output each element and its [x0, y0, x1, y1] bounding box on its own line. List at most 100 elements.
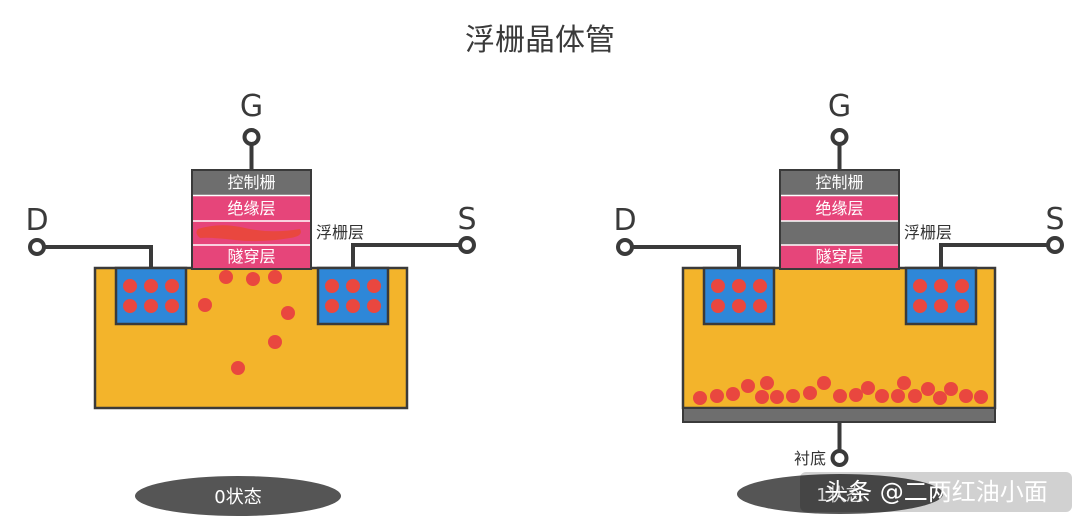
left-insulation-label: 绝缘层: [227, 199, 275, 218]
left-drain-well-electron: [144, 279, 158, 293]
right-source-well-electron: [955, 299, 969, 313]
right-drain-well-electron: [732, 299, 746, 313]
right-tunnel-layer: [780, 245, 899, 269]
trapped-electron: [693, 391, 707, 405]
trapped-electron: [849, 388, 863, 402]
right-control-gate-label: 控制栅: [815, 173, 863, 192]
trapped-electron: [974, 390, 988, 404]
left-free-electrons: [198, 270, 295, 375]
trapped-electron: [959, 389, 973, 403]
left-state-oval: [135, 476, 341, 516]
left-source-pin: [458, 236, 476, 254]
free-electron: [268, 270, 282, 284]
trapped-electron: [726, 387, 740, 401]
left-insulation-layer: [192, 196, 311, 221]
trapped-electron: [833, 389, 847, 403]
right-gate-pin: [830, 128, 849, 146]
right-source-well-electron: [934, 279, 948, 293]
free-electron: [198, 298, 212, 312]
trapped-electron: [710, 389, 724, 403]
right-tunnel-label: 隧穿层: [815, 247, 863, 266]
right-floating-gate: [780, 221, 899, 245]
left-source-well: [316, 266, 390, 326]
right-drain-well: [702, 266, 776, 326]
trapped-electron: [786, 389, 800, 403]
left-tunnel-layer: [192, 245, 311, 269]
left-state-label: 0状态: [214, 487, 261, 508]
left-source-label: S: [457, 202, 476, 237]
right-drain-pin: [616, 238, 634, 256]
trapped-electron: [897, 376, 911, 390]
right-drain-well-electron: [711, 299, 725, 313]
right-drain-well-electron: [711, 279, 725, 293]
trapped-electron: [741, 379, 755, 393]
left-gate-label: G: [240, 89, 263, 124]
right-source-well-electron: [955, 279, 969, 293]
left-source-well-electron: [346, 299, 360, 313]
trapped-electron: [861, 381, 875, 395]
trapped-electron: [875, 389, 889, 403]
left-source-well-electron: [346, 279, 360, 293]
right-substrate-label: 衬底: [794, 449, 826, 468]
trapped-electron: [770, 390, 784, 404]
free-electron: [281, 306, 295, 320]
left-floating-gate-label: 浮栅层: [316, 223, 364, 242]
watermark-backdrop: [800, 472, 1072, 512]
trapped-electron: [891, 389, 905, 403]
left-drain-label: D: [25, 203, 48, 238]
trapped-electron: [817, 376, 831, 390]
trapped-electron: [755, 390, 769, 404]
right-drain-well-electron: [753, 279, 767, 293]
right-insulation-label: 绝缘层: [815, 199, 863, 218]
right-state-label: 1状态: [816, 485, 863, 506]
right-drain-well-electron: [732, 279, 746, 293]
left-source-well-electron: [325, 279, 339, 293]
diagram-title: 浮栅晶体管: [465, 23, 615, 58]
left-drain-well-electron: [165, 279, 179, 293]
trapped-electron: [921, 382, 935, 396]
left-tunnel-label: 隧穿层: [227, 247, 275, 266]
trapped-electron: [803, 386, 817, 400]
left-drain-well-electron: [144, 299, 158, 313]
trapped-electron: [908, 389, 922, 403]
free-electron: [268, 335, 282, 349]
left-drain-well-electron: [123, 279, 137, 293]
trapped-electron: [933, 391, 947, 405]
left-drain-well-electron: [165, 299, 179, 313]
free-electron: [231, 361, 245, 375]
right-insulation-layer: [780, 196, 899, 221]
free-electron: [219, 270, 233, 284]
right-floating-gate-label: 浮栅层: [904, 223, 952, 242]
right-gate-label: G: [828, 89, 851, 124]
left-source-well-electron: [367, 279, 381, 293]
right-substrate-plate: [682, 407, 996, 423]
right-source-well-electron: [913, 279, 927, 293]
right-substrate-pin: [830, 449, 849, 467]
right-transistor: 控制栅 绝缘层 隧穿层 浮栅层 G D S 衬底 1状态: [613, 89, 1065, 514]
left-drain-pin: [28, 238, 46, 256]
left-source-well-electron: [325, 299, 339, 313]
right-source-well-electron: [934, 299, 948, 313]
right-source-label: S: [1045, 202, 1064, 237]
trapped-electron: [760, 376, 774, 390]
left-source-well-electron: [367, 299, 381, 313]
right-bottom-electrons: [693, 376, 988, 405]
right-state-oval: [737, 474, 943, 514]
left-drain-well: [114, 266, 188, 326]
right-drain-label: D: [613, 203, 636, 238]
right-source-well-electron: [913, 299, 927, 313]
left-control-gate: [192, 170, 311, 195]
left-floating-gate-charge: [196, 225, 301, 242]
right-control-gate: [780, 170, 899, 195]
left-transistor: 控制栅 绝缘层 隧穿层 浮栅层 G D S 0状态: [25, 89, 477, 516]
free-electron: [246, 272, 260, 286]
left-gate-pin: [242, 128, 261, 146]
trapped-electron: [944, 382, 958, 396]
watermark: 头条 @二两红油小面: [824, 478, 1048, 506]
right-source-well: [904, 266, 978, 326]
left-control-gate-label: 控制栅: [227, 173, 275, 192]
right-source-pin: [1046, 236, 1064, 254]
left-drain-well-electron: [123, 299, 137, 313]
right-drain-well-electron: [753, 299, 767, 313]
